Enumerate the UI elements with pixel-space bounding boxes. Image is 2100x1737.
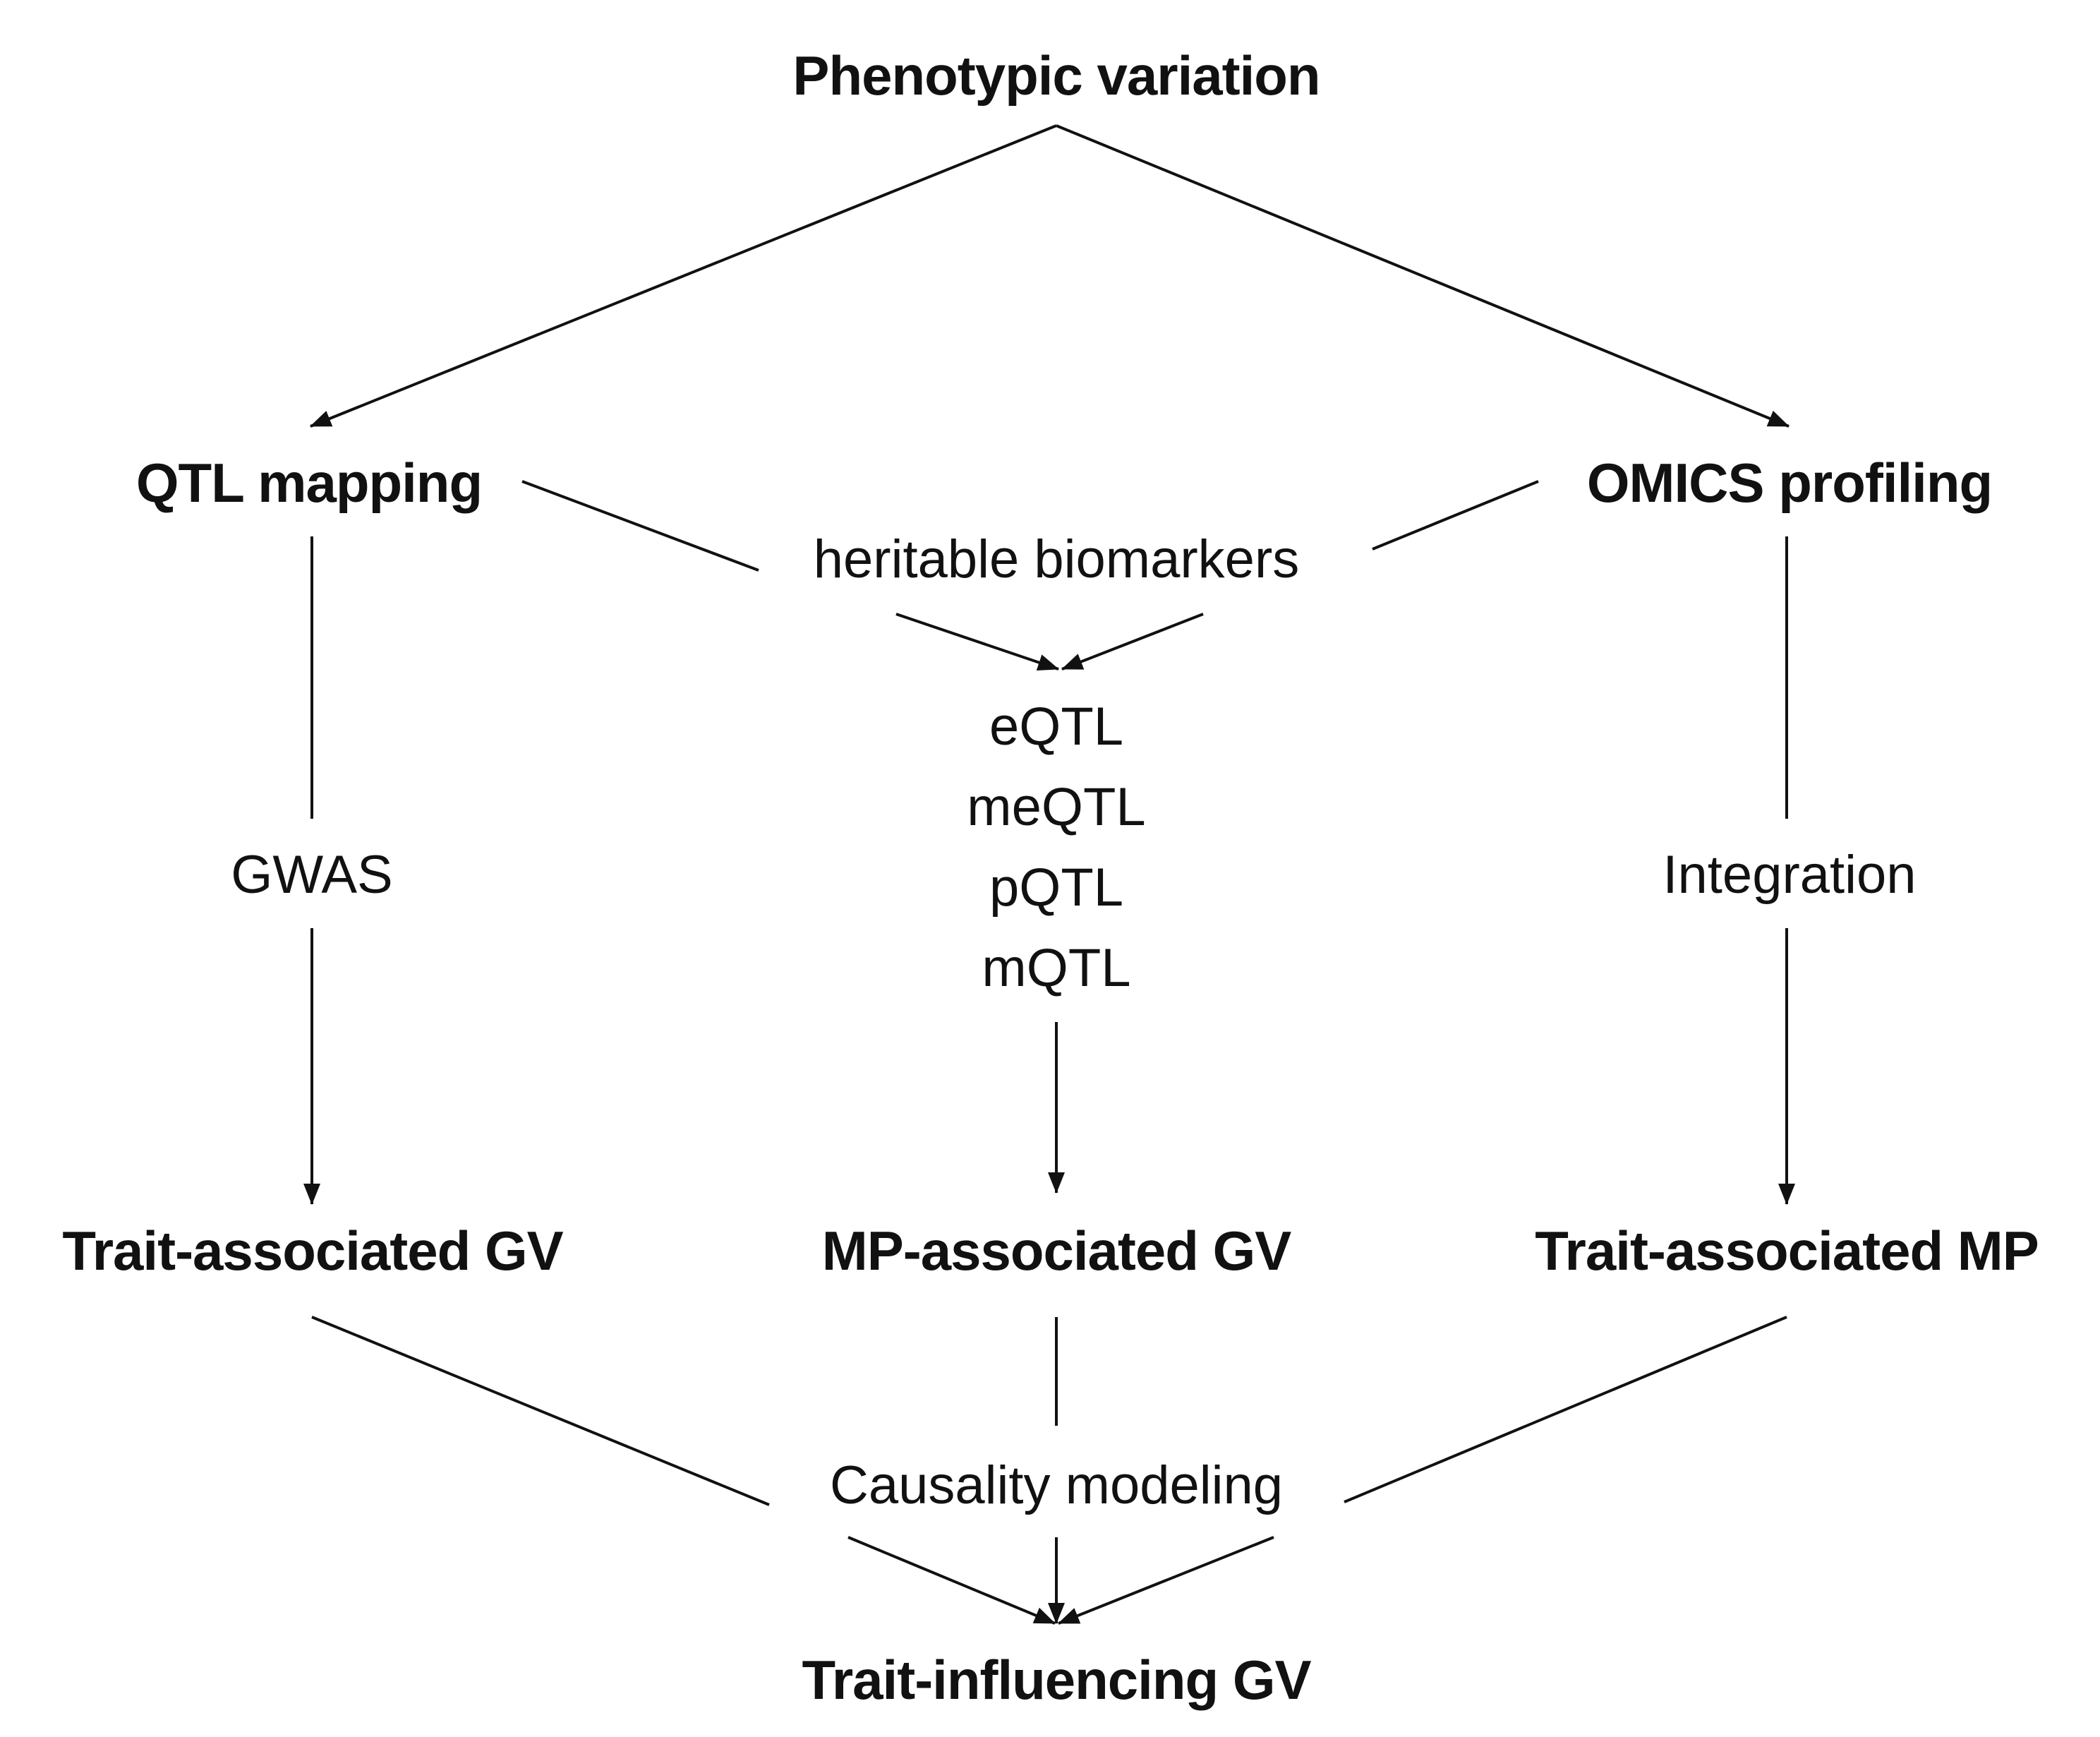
edge-causality-to-trait-influencing-gv-left	[847, 1536, 1056, 1625]
node-heritable-biomarkers: heritable biomarkers	[813, 529, 1300, 589]
node-trait-associated-mp: Trait-associated MP	[1535, 1220, 2039, 1282]
node-mp-associated-gv: MP-associated GV	[821, 1220, 1292, 1282]
edge-biomarkers-to-qtl-types-left	[895, 613, 1059, 671]
node-qtl-types: eQTL meQTL pQTL mQTL	[967, 687, 1145, 1009]
node-omics-profiling: OMICS profiling	[1586, 452, 1993, 514]
edge-qtl-mapping-to-biomarkers	[521, 480, 759, 572]
qtl-type-meqtl: meQTL	[967, 777, 1146, 837]
edge-phenotypic-to-omics-profiling	[1056, 124, 1790, 428]
edge-trait-gv-to-causality	[311, 1316, 770, 1506]
edge-causality-to-trait-influencing-gv-right	[1058, 1536, 1274, 1625]
node-gwas: GWAS	[231, 845, 393, 905]
qtl-type-mqtl: mQTL	[982, 938, 1131, 998]
node-trait-influencing-gv: Trait-influencing GV	[802, 1649, 1311, 1711]
qtl-type-eqtl: eQTL	[989, 697, 1124, 757]
qtl-type-pqtl: pQTL	[989, 858, 1124, 918]
edge-phenotypic-to-qtl-mapping	[310, 124, 1057, 428]
node-phenotypic-variation: Phenotypic variation	[792, 44, 1320, 107]
edge-omics-to-biomarkers	[1372, 480, 1539, 551]
node-causality-modeling: Causality modeling	[829, 1455, 1284, 1515]
edge-biomarkers-to-qtl-types-right	[1061, 613, 1204, 671]
node-trait-associated-gv: Trait-associated GV	[62, 1220, 563, 1282]
node-qtl-mapping: QTL mapping	[135, 452, 483, 514]
edge-trait-mp-to-causality	[1344, 1316, 1787, 1503]
node-integration: Integration	[1662, 845, 1917, 905]
